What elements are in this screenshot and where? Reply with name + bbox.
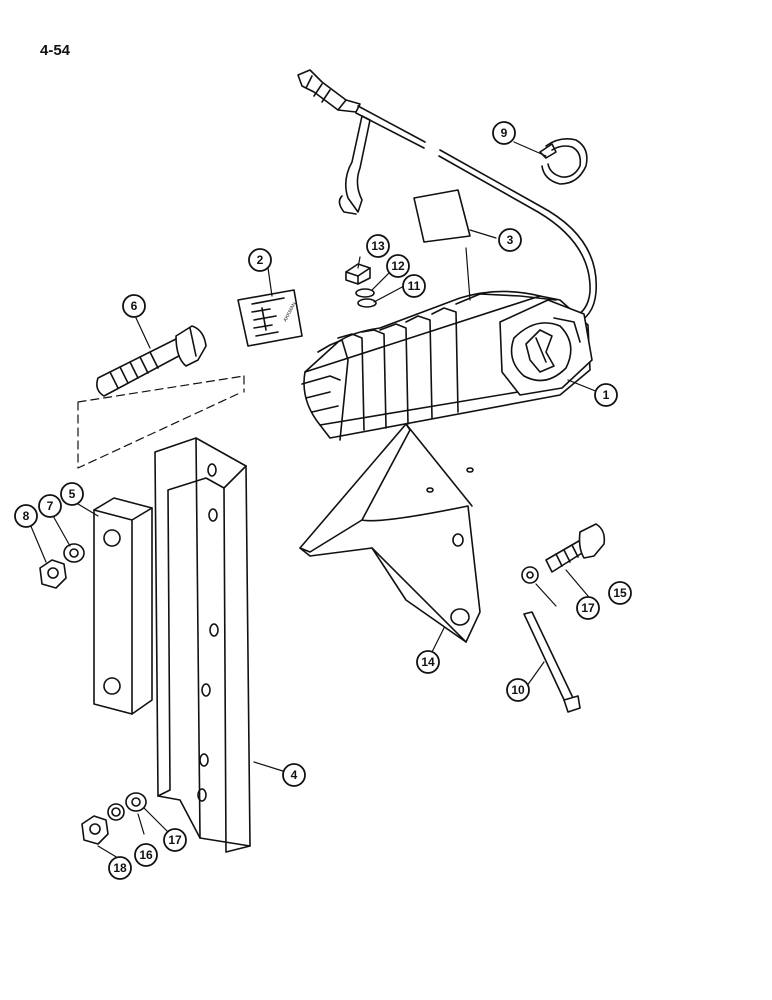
decal-part: [237, 289, 303, 347]
callout-6: 6: [122, 294, 146, 318]
spacer-block-part: [93, 497, 153, 715]
callout-13: 13: [366, 234, 390, 258]
svg-text:10: 10: [511, 683, 525, 697]
page-number: 4-54: [40, 42, 71, 59]
svg-text:3: 3: [507, 233, 514, 247]
svg-text:12: 12: [391, 259, 405, 273]
callout-5: 5: [60, 482, 84, 506]
callout-1: 1: [594, 383, 618, 407]
control-unit-part: [297, 69, 597, 441]
channel-bracket-part: [154, 437, 251, 853]
callout-3: 3: [498, 228, 522, 252]
svg-text:14: 14: [421, 655, 435, 669]
left-nut-part: [39, 559, 67, 589]
svg-text:2: 2: [257, 253, 264, 267]
callout-15: 15: [608, 581, 632, 605]
svg-text:8: 8: [23, 509, 30, 523]
callout-10: 10: [506, 678, 530, 702]
cable-clip: [344, 115, 371, 213]
callouts: 1 2 3 4 5 6 7 8 9 10 11 12 13 14 15 16 1…: [14, 121, 632, 880]
svg-text:17: 17: [168, 833, 182, 847]
svg-text:4: 4: [291, 768, 298, 782]
svg-text:15: 15: [613, 586, 627, 600]
svg-text:11: 11: [408, 279, 421, 293]
callout-4: 4: [282, 763, 306, 787]
svg-text:18: 18: [113, 861, 127, 875]
label-part: [413, 189, 471, 243]
flat-washer-part: [357, 298, 377, 308]
svg-text:1: 1: [603, 388, 610, 402]
bottom-washer-part: [125, 792, 147, 812]
callout-16: 16: [134, 843, 158, 867]
left-washer-part: [63, 543, 85, 563]
callout-2: 2: [248, 248, 272, 272]
clamp-part: [539, 138, 588, 185]
callout-9: 9: [492, 121, 516, 145]
callout-17a: 17: [163, 828, 187, 852]
svg-text:13: 13: [371, 239, 385, 253]
svg-text:17: 17: [581, 601, 595, 615]
svg-text:6: 6: [131, 299, 138, 313]
leader-lines: [29, 141, 599, 859]
alignment-dashes: [77, 375, 245, 469]
svg-text:7: 7: [47, 499, 54, 513]
long-bolt-part: [96, 325, 207, 397]
svg-text:9: 9: [501, 126, 508, 140]
callout-7: 7: [38, 494, 62, 518]
bolt-part: [545, 523, 606, 573]
callout-14: 14: [416, 650, 440, 674]
bottom-lock-washer-part: [107, 803, 125, 821]
callout-11: 11: [402, 274, 426, 298]
callout-12: 12: [386, 254, 410, 278]
mounting-plate-part: [299, 423, 481, 643]
svg-text:5: 5: [69, 487, 76, 501]
small-nut-part: [345, 263, 371, 285]
callout-8: 8: [14, 504, 38, 528]
callout-18: 18: [108, 856, 132, 880]
cable-connector: [297, 69, 361, 113]
cable: [357, 105, 597, 326]
callout-17b: 17: [576, 596, 600, 620]
svg-text:16: 16: [139, 848, 153, 862]
bottom-nut-part: [81, 815, 109, 845]
right-washer-part: [521, 566, 539, 584]
lock-washer-part: [355, 288, 375, 298]
long-screw-part: [523, 611, 581, 713]
